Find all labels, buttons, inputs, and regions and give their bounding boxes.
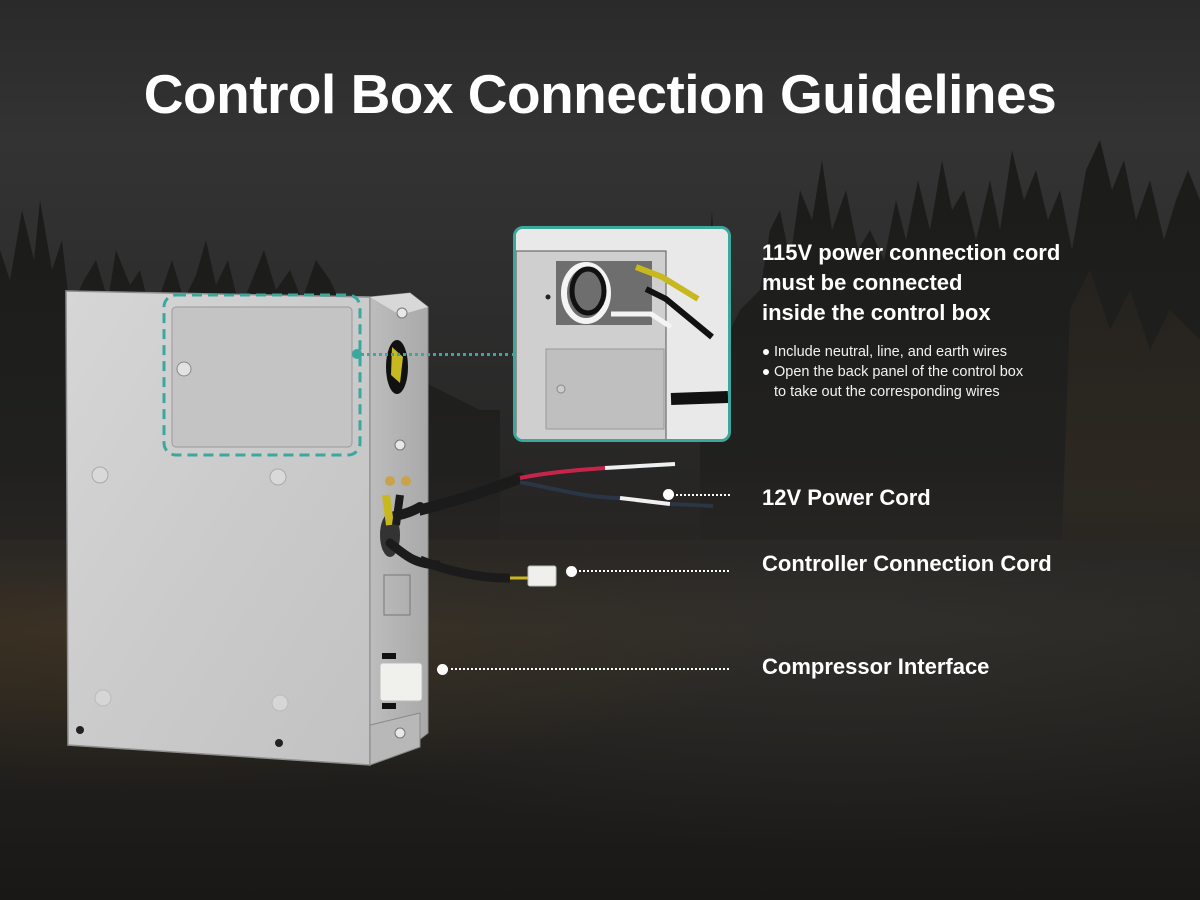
bullet-text: to take out the corresponding wires xyxy=(774,384,1000,400)
teal-leader-line xyxy=(360,353,516,356)
page-title: Control Box Connection Guidelines xyxy=(143,63,1057,125)
heading-line-3: inside the control box xyxy=(762,300,991,325)
bullet-text: Include neutral, line, and earth wires xyxy=(774,344,1007,360)
bullet-item-continuation: to take out the corresponding wires xyxy=(762,382,1182,402)
external-cords xyxy=(420,462,714,587)
leader-line-controller xyxy=(575,570,729,572)
bullet-dot-icon xyxy=(763,369,769,375)
leader-dot-icon xyxy=(566,566,577,577)
inset-wires-illustration xyxy=(516,229,728,439)
label-12v-power-cord: 12V Power Cord xyxy=(762,485,931,510)
control-box-image xyxy=(65,290,440,766)
bullet-text: Open the back panel of the control box xyxy=(774,364,1024,380)
teal-leader-dot-icon xyxy=(352,349,362,359)
leader-line-12v xyxy=(672,494,730,496)
callout-115v-power: 115V power connection cord must be conne… xyxy=(762,238,1182,402)
inset-closeup-photo xyxy=(513,226,731,442)
leader-dot-icon xyxy=(663,489,674,500)
heading-line-1: 115V power connection cord xyxy=(762,240,1061,265)
bullet-item: Include neutral, line, and earth wires xyxy=(762,342,1182,362)
heading-line-2: must be connected xyxy=(762,270,963,295)
label-controller-connection-cord: Controller Connection Cord xyxy=(762,551,1052,576)
bullet-dot-icon xyxy=(763,349,769,355)
bullet-item: Open the back panel of the control box xyxy=(762,362,1182,382)
leader-dot-icon xyxy=(437,664,448,675)
callout-115v-bullets: Include neutral, line, and earth wires O… xyxy=(762,342,1182,402)
callout-115v-heading: 115V power connection cord must be conne… xyxy=(762,238,1182,328)
label-compressor-interface: Compressor Interface xyxy=(762,654,990,679)
leader-line-compressor xyxy=(446,668,729,670)
